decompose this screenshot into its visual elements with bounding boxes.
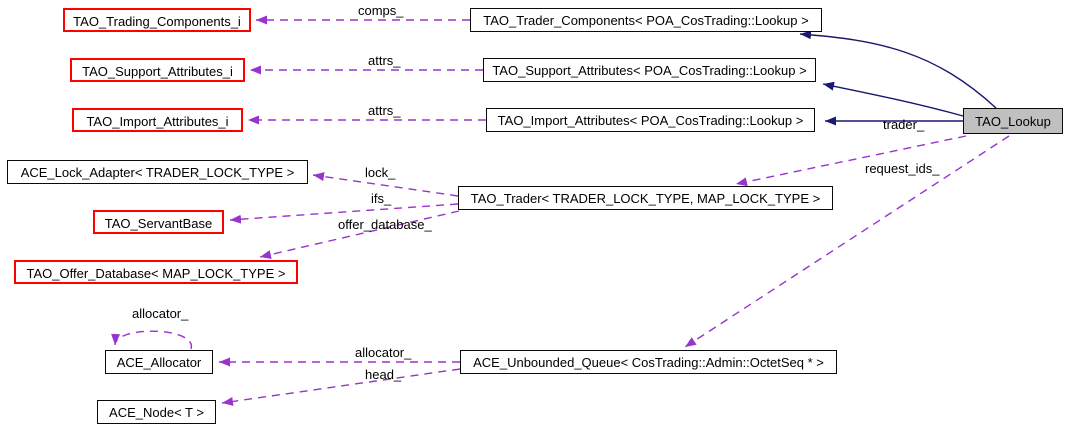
node-ace-lock-adapter[interactable]: ACE_Lock_Adapter< TRADER_LOCK_TYPE > (7, 160, 308, 184)
edge-label-attrs-support: attrs_ (368, 53, 401, 68)
node-tao-lookup: TAO_Lookup (963, 108, 1063, 134)
edge-label-attrs-import: attrs_ (368, 103, 401, 118)
edge-inherit-support-attributes (822, 81, 964, 117)
edge-label-trader: trader_ (883, 117, 925, 132)
edge-label-comps: comps_ (358, 3, 404, 18)
node-tao-import-attributes-i[interactable]: TAO_Import_Attributes_i (72, 108, 243, 132)
node-tao-trader-components[interactable]: TAO_Trader_Components< POA_CosTrading::L… (470, 8, 822, 32)
edge-label-allocator: allocator_ (355, 345, 412, 360)
edge-lock (312, 172, 459, 197)
edge-ifs (229, 203, 459, 224)
edge-label-head: head_ (365, 367, 402, 382)
node-ace-allocator[interactable]: ACE_Allocator (105, 350, 213, 374)
edge-label-lock: lock_ (365, 165, 396, 180)
edge-label-ifs: ifs_ (371, 191, 392, 206)
node-tao-support-attributes-i[interactable]: TAO_Support_Attributes_i (70, 58, 245, 82)
node-tao-support-attributes[interactable]: TAO_Support_Attributes< POA_CosTrading::… (483, 58, 816, 82)
node-tao-servantbase[interactable]: TAO_ServantBase (93, 210, 224, 234)
edge-trader (735, 135, 967, 187)
node-tao-offer-database[interactable]: TAO_Offer_Database< MAP_LOCK_TYPE > (14, 260, 298, 284)
edge-allocator-self (111, 330, 192, 350)
node-tao-trader[interactable]: TAO_Trader< TRADER_LOCK_TYPE, MAP_LOCK_T… (458, 186, 833, 210)
node-ace-node[interactable]: ACE_Node< T > (97, 400, 216, 424)
edge-label-offer-database: offer_database_ (338, 217, 432, 232)
edge-label-allocator-self: allocator_ (132, 306, 189, 321)
edge-head (221, 368, 461, 406)
edge-offer-database (259, 210, 460, 259)
edge-inherit-trader-components (799, 30, 997, 109)
edge-label-request-ids: request_ids_ (865, 161, 940, 176)
node-tao-import-attributes[interactable]: TAO_Import_Attributes< POA_CosTrading::L… (486, 108, 815, 132)
node-ace-unbounded-queue[interactable]: ACE_Unbounded_Queue< CosTrading::Admin::… (460, 350, 837, 374)
edge-request-ids (684, 135, 1010, 348)
node-tao-trading-components-i[interactable]: TAO_Trading_Components_i (63, 8, 251, 32)
